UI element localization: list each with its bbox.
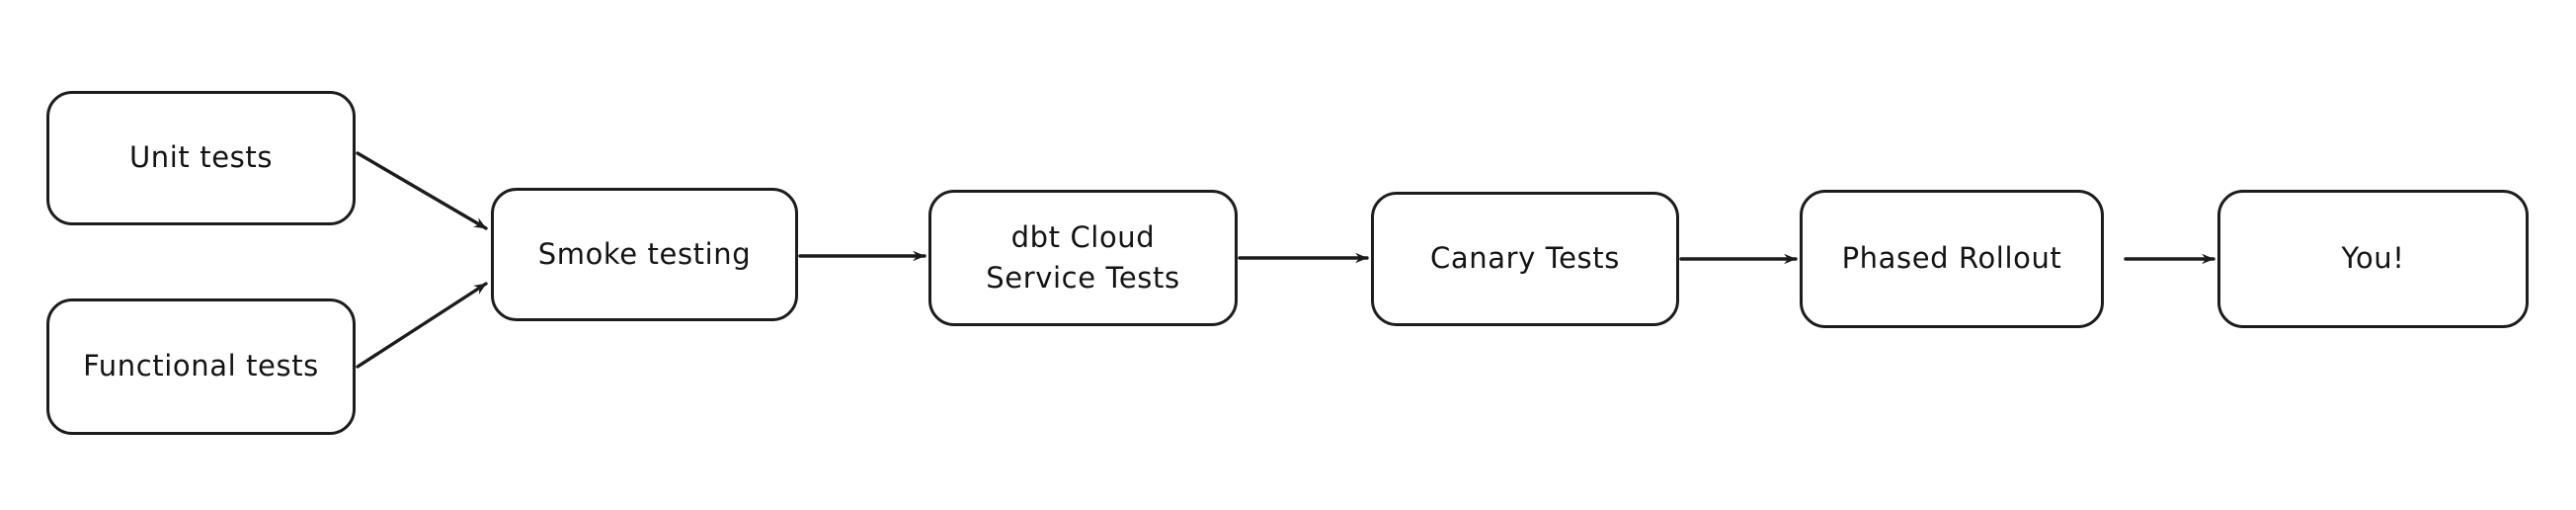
node-canary-tests-label: Canary Tests xyxy=(1430,241,1620,276)
edge-unit-to-smoke xyxy=(356,151,488,230)
node-unit-tests[interactable]: Unit tests xyxy=(46,91,356,225)
node-dbt-cloud-service-tests[interactable]: dbt Cloud Service Tests xyxy=(928,190,1238,326)
node-dbt-cloud-service-tests-label: dbt Cloud Service Tests xyxy=(986,219,1180,295)
node-you-label: You! xyxy=(2341,241,2405,276)
node-phased-rollout-label: Phased Rollout xyxy=(1841,241,2062,276)
node-functional-tests[interactable]: Functional tests xyxy=(46,298,356,435)
node-functional-tests-label: Functional tests xyxy=(83,349,319,383)
node-you[interactable]: You! xyxy=(2217,190,2529,328)
node-canary-tests[interactable]: Canary Tests xyxy=(1371,192,1679,326)
node-smoke-testing[interactable]: Smoke testing xyxy=(491,188,798,321)
node-phased-rollout[interactable]: Phased Rollout xyxy=(1800,190,2104,328)
edge-functional-to-smoke xyxy=(356,282,488,369)
node-smoke-testing-label: Smoke testing xyxy=(537,236,752,271)
node-unit-tests-label: Unit tests xyxy=(128,140,274,175)
